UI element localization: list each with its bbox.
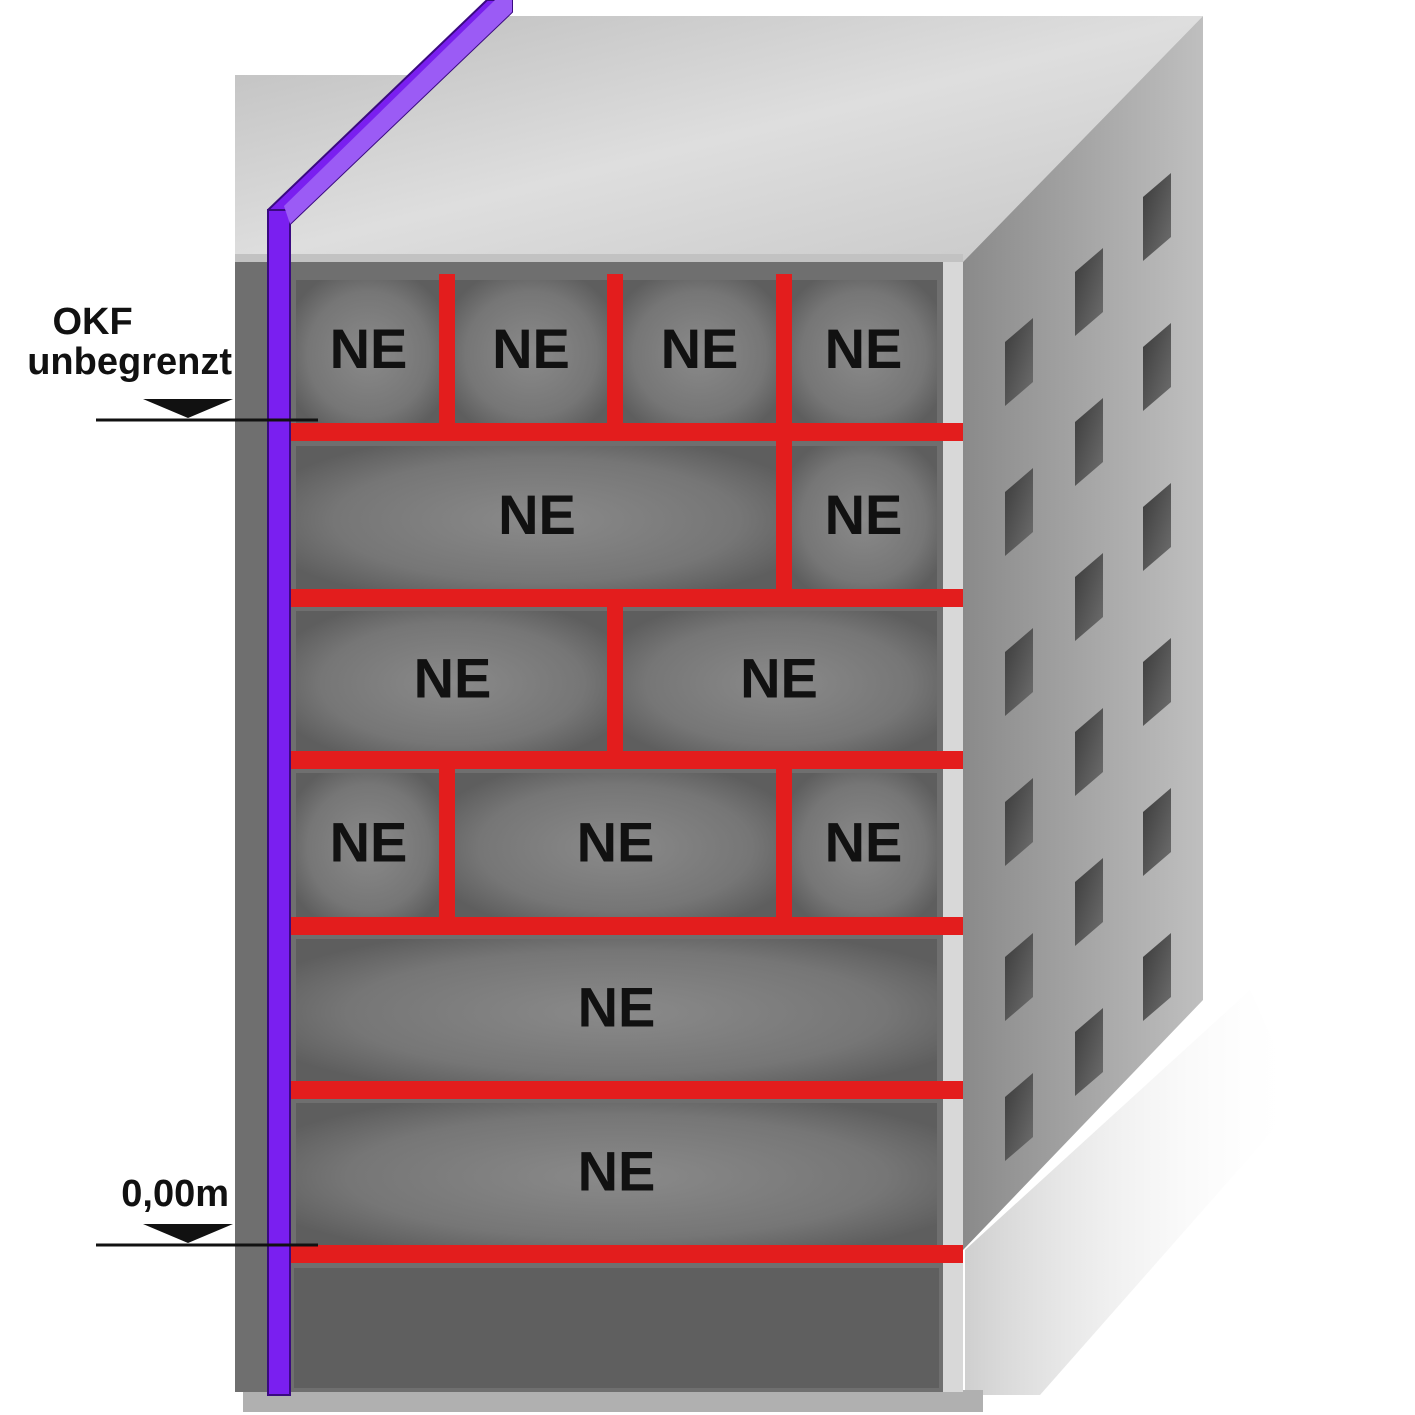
unit-room <box>296 446 778 594</box>
wall-separation <box>439 274 455 434</box>
side-window <box>1075 248 1103 336</box>
ne-labels-layer: NE NE NE NE NE NE NE NE NE NE NE NE NE <box>330 317 903 1203</box>
unit-room <box>296 939 937 1086</box>
unit-room <box>453 773 778 922</box>
wall-separation <box>776 274 792 434</box>
wall-separation <box>776 767 792 928</box>
unit-label: NE <box>825 811 903 874</box>
unit-room <box>296 1103 937 1250</box>
level-label-ground-text: 0,00m <box>121 1173 229 1215</box>
unit-room <box>296 611 609 756</box>
floor-separation <box>290 917 963 935</box>
unit-room <box>790 280 937 428</box>
unit-room <box>296 280 441 428</box>
unit-label: NE <box>330 317 408 380</box>
unit-label: NE <box>825 483 903 546</box>
side-window <box>1005 628 1033 716</box>
unit-room <box>453 280 609 428</box>
wall-separation <box>776 440 792 600</box>
unit-label: NE <box>330 811 408 874</box>
unit-room <box>296 773 441 922</box>
wall-separation <box>439 767 455 928</box>
side-window <box>1075 553 1103 641</box>
side-window <box>1075 708 1103 796</box>
building-plinth <box>243 1390 983 1412</box>
side-window <box>1005 318 1033 406</box>
side-window <box>1075 858 1103 946</box>
unit-label: NE <box>492 317 570 380</box>
side-window <box>1075 398 1103 486</box>
side-window <box>1143 483 1171 571</box>
side-window <box>1005 1073 1033 1161</box>
windows-layer <box>1005 173 1171 1161</box>
unit-label: NE <box>578 1140 656 1203</box>
floor-separation <box>290 1245 963 1263</box>
ground-shadow <box>965 990 1300 1395</box>
side-window <box>1143 933 1171 1021</box>
separations-layer <box>290 274 963 1263</box>
side-window <box>1143 638 1171 726</box>
rooms-layer <box>294 280 939 1388</box>
side-window <box>1143 173 1171 261</box>
unit-label: NE <box>740 647 818 710</box>
side-window <box>1005 933 1033 1021</box>
level-label-top-line1: OKF <box>52 301 133 343</box>
unit-label: NE <box>825 317 903 380</box>
side-window <box>1143 323 1171 411</box>
unit-room <box>790 773 937 922</box>
stair-pipe-highlight <box>284 0 512 224</box>
floor-separation <box>290 751 963 769</box>
unit-label: NE <box>578 976 656 1039</box>
unit-room <box>621 280 778 428</box>
basement <box>294 1268 939 1388</box>
level-marker-ground <box>143 1224 233 1243</box>
wall-separation <box>607 274 623 434</box>
side-window <box>1075 1008 1103 1096</box>
unit-label: NE <box>577 811 655 874</box>
front-wall-right-edge <box>943 262 963 1392</box>
level-label-top: OKF unbegrenzt <box>27 302 232 382</box>
unit-label: NE <box>661 317 739 380</box>
level-label-ground: 0,00m <box>121 1174 229 1214</box>
wall-separation <box>607 605 623 762</box>
stair-pipe-vertical <box>267 209 291 1396</box>
level-label-top-line2: unbegrenzt <box>27 341 232 383</box>
roof <box>235 16 1203 262</box>
unit-label: NE <box>414 647 492 710</box>
unit-label: NE <box>498 483 576 546</box>
floor-separation <box>290 589 963 607</box>
unit-room <box>790 446 937 594</box>
side-window <box>1005 468 1033 556</box>
floor-separation <box>290 1081 963 1099</box>
side-window <box>1005 778 1033 866</box>
unit-room <box>621 611 937 756</box>
level-marker-top <box>143 399 233 418</box>
side-window <box>1143 788 1171 876</box>
floor-separation <box>290 423 963 441</box>
